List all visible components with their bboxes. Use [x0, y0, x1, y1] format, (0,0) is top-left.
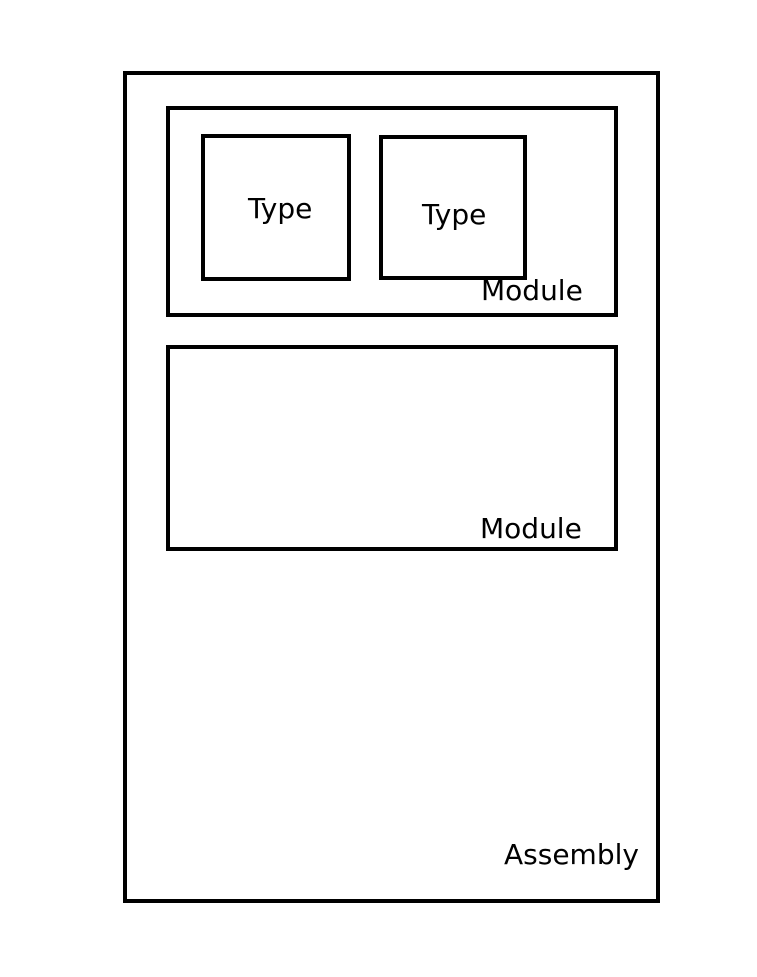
assembly-box [123, 71, 660, 903]
type-box [201, 134, 351, 281]
assembly-label: Assembly [504, 838, 639, 871]
module-label: Module [480, 512, 582, 545]
type-label: Type [248, 192, 313, 225]
module-label: Module [481, 274, 583, 307]
type-label: Type [422, 198, 487, 231]
module-box [166, 345, 618, 551]
type-box [379, 135, 527, 280]
module-box [166, 106, 618, 317]
